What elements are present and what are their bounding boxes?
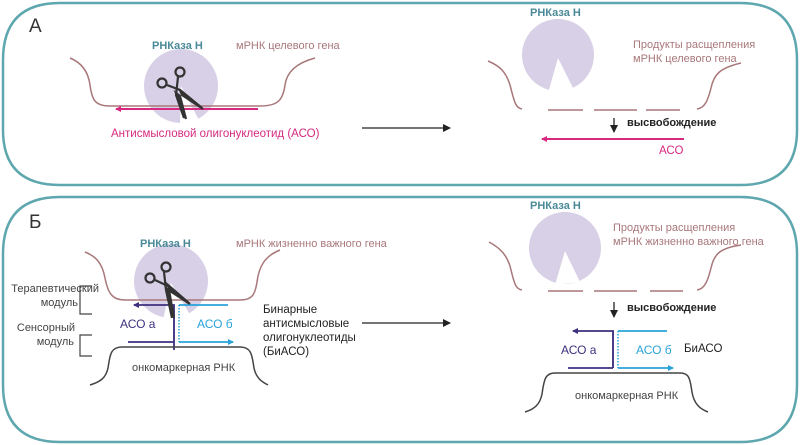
panel-a-border [1, 1, 799, 187]
panel-b-border [1, 195, 799, 444]
oncomarker-rna-strand [89, 346, 269, 386]
mrna-fragment-left [487, 60, 523, 110]
aso-a-label: АСО а [561, 343, 597, 357]
aso-label: Антисмысловой олигонуклеотид (АСО) [111, 128, 320, 140]
biaso-label-line1: Бинарные [263, 304, 318, 316]
released-aso-label: АСО [659, 145, 684, 157]
panel-b-letter: Б [29, 212, 42, 233]
scissors-icon [144, 261, 191, 319]
rnase-h-label: РНКаза Н [140, 238, 191, 250]
aso-a-label: АСО а [120, 317, 156, 331]
rnase-h-label: РНКаза Н [152, 40, 203, 52]
biaso-label-line3: олигонуклеотиды [263, 332, 356, 344]
oncomarker-rna-label: онкомаркерная РНК [132, 362, 236, 374]
biaso-label: БиАСО [684, 343, 723, 355]
mrna-fragment-left [488, 241, 523, 291]
scissors-icon [156, 66, 204, 120]
biaso-label-line4: (БиАСО) [263, 346, 310, 358]
rnase-h-enzyme [529, 212, 601, 284]
target-mrna-label: мРНК целевого гена [236, 40, 340, 52]
sensor-module-label-line1: Сенсорный [16, 322, 75, 334]
products-label-line2: мРНК целевого гена [633, 53, 737, 65]
panel-a-letter: А [29, 16, 42, 37]
mrna-fragment-right [696, 244, 742, 291]
products-label-line1: Продукты расщепления [633, 39, 756, 51]
therapeutic-module-bracket [79, 285, 92, 315]
release-label: высвобождение [627, 302, 717, 314]
mrna-fragment-right [696, 62, 742, 110]
aso-b-label: АСО б [197, 317, 233, 331]
therapeutic-module-label-line2: модуль [40, 297, 78, 309]
rnase-h-notch [555, 251, 580, 285]
therapeutic-module-label-line1: Терапевтический [11, 283, 99, 295]
rnase-h-label: РНКаза Н [530, 7, 581, 19]
aso-b-label: АСО б [636, 343, 672, 357]
biaso-label-line2: антисмысловые [263, 318, 350, 330]
rnase-h-label: РНКаза Н [530, 200, 581, 212]
rnase-h-notch [548, 58, 575, 93]
rnase-h-enzyme [522, 19, 594, 91]
products-label-line2: мРНК жизненно важного гена [613, 236, 764, 248]
sensor-module-bracket [79, 334, 92, 357]
oncomarker-rna-strand [524, 372, 709, 413]
products-label-line1: Продукты расщепления [613, 222, 736, 234]
target-mrna-strand [69, 57, 316, 107]
vital-mrna-label: мРНК жизненно важного гена [236, 238, 387, 250]
sensor-module-label-line2: модуль [36, 336, 74, 348]
release-label: высвобождение [627, 117, 717, 129]
oncomarker-rna-label: онкомаркерная РНК [575, 390, 679, 402]
